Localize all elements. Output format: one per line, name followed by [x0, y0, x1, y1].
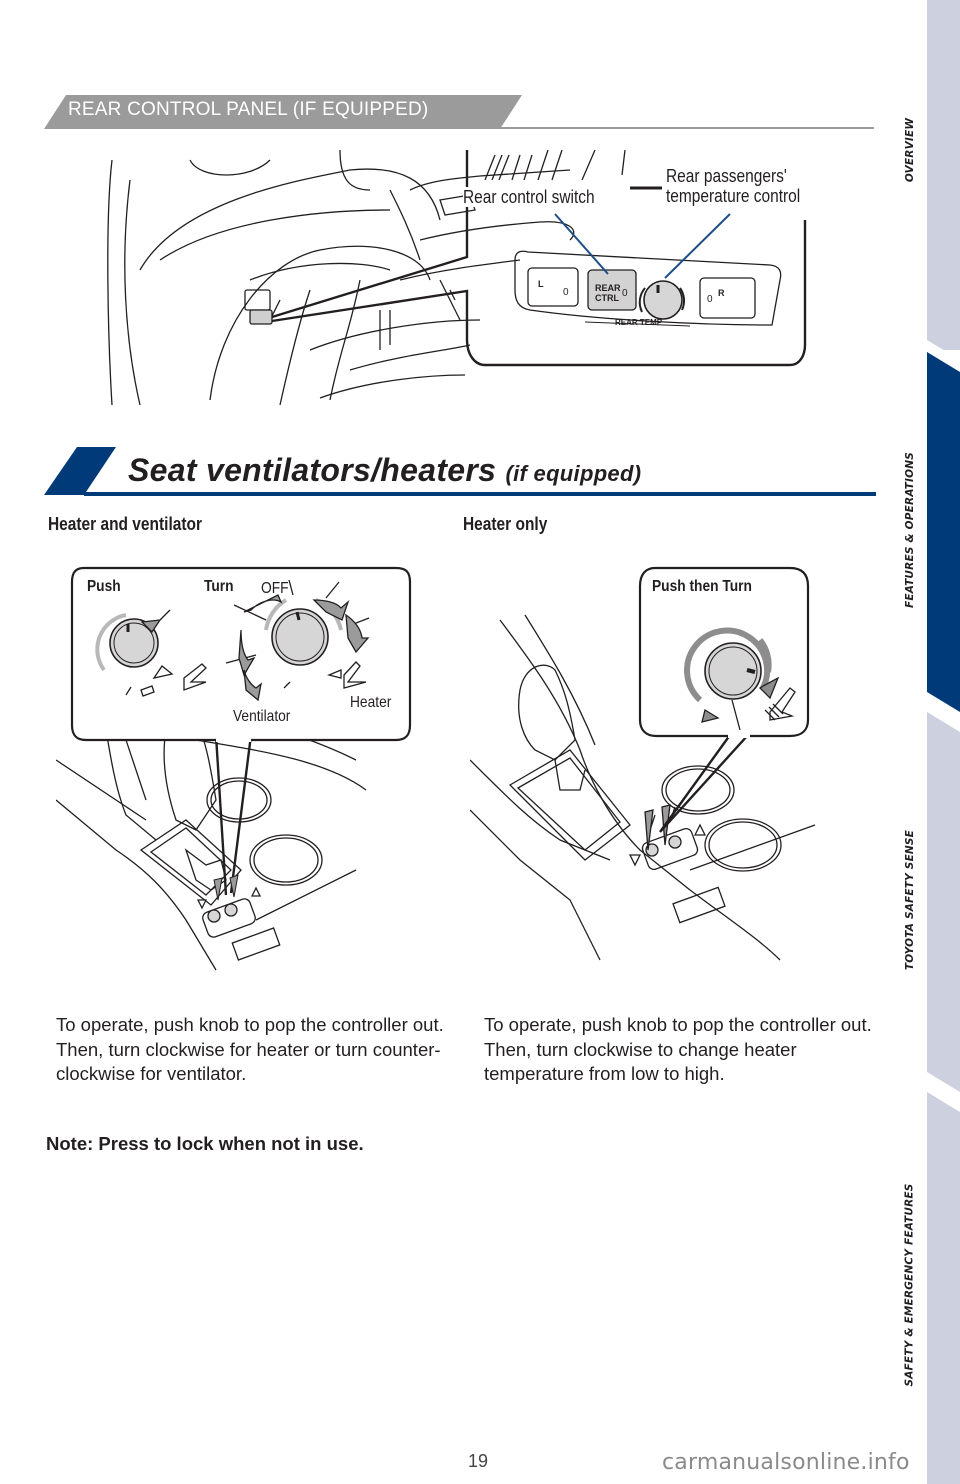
callout-rear-control-switch: Rear control switch — [463, 187, 595, 207]
side-label-safety-emergency[interactable]: SAFETY & EMERGENCY FEATURES — [904, 1183, 917, 1387]
side-tab-features-operations[interactable] — [927, 352, 960, 712]
panel-label-rear-ctrl-zero: 0 — [622, 288, 628, 299]
label-push: Push — [87, 578, 121, 595]
banner-title: REAR CONTROL PANEL (IF EQUIPPED) — [68, 99, 429, 120]
tab-divider — [927, 340, 960, 370]
side-tab-strip — [927, 0, 960, 1484]
label-off: OFF — [261, 580, 289, 597]
section-title: Seat ventilators/heaters (if equipped) — [128, 452, 642, 488]
callout-rear-temperature-control: Rear passengers' temperature control — [666, 166, 801, 206]
label-heater: Heater — [350, 694, 392, 711]
section-heading-bar — [44, 447, 876, 496]
rear-panel-illustration — [107, 149, 807, 406]
heater-only-description: To operate, push knob to pop the control… — [484, 1014, 872, 1084]
heater-only-illustration — [470, 566, 816, 961]
label-push-then-turn: Push then Turn — [652, 578, 752, 595]
side-label-features-operations[interactable]: FEATURES & OPERATIONS — [904, 452, 916, 608]
side-tab-toyota-safety-sense[interactable] — [927, 712, 960, 1092]
rear-ctrl-button: REAR CTRL — [595, 283, 621, 303]
label-turn: Turn — [204, 578, 234, 595]
banner-rule — [500, 127, 874, 129]
subheading-heater-and-ventilator: Heater and ventilator — [48, 514, 202, 534]
side-label-overview[interactable]: OVERVIEW — [904, 117, 917, 183]
lock-note: Note: Press to lock when not in use. — [46, 1133, 364, 1154]
subheading-heater-only: Heater only — [463, 514, 548, 534]
panel-label-left-zero: 0 — [563, 287, 569, 298]
panel-label-right-seat: R — [718, 288, 725, 298]
watermark: carmanualsonline.info — [662, 1450, 910, 1475]
heater-ventilator-description: To operate, push knob to pop the control… — [56, 1014, 444, 1084]
panel-label-right-zero: 0 — [707, 294, 713, 305]
side-tab-safety-emergency[interactable] — [927, 1092, 960, 1484]
label-ventilator: Ventilator — [233, 708, 291, 725]
section-banner — [44, 95, 524, 129]
side-label-toyota-safety-sense[interactable]: TOYOTA SAFETY SENSE — [904, 829, 916, 971]
side-tab-overview[interactable] — [927, 0, 960, 350]
heater-ventilator-illustration — [56, 566, 412, 971]
panel-label-rear-temp: REAR TEMP — [615, 318, 663, 327]
panel-label-left-seat: L — [538, 279, 544, 289]
page-number: 19 — [468, 1451, 489, 1471]
